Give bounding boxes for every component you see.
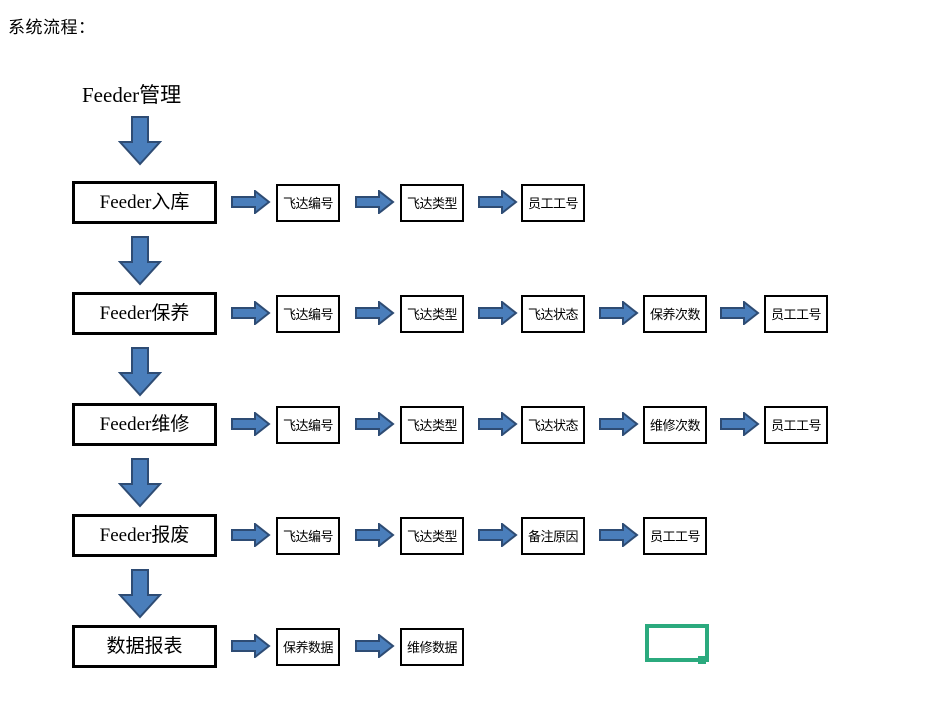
arrow-right-row2-5	[720, 301, 760, 325]
field-box-row2-1[interactable]: 飞达编号	[276, 295, 340, 333]
root-node-feeder-management: Feeder管理	[82, 83, 182, 107]
field-box-row4-4[interactable]: 员工工号	[643, 517, 707, 555]
field-box-row1-2[interactable]: 飞达类型	[400, 184, 464, 222]
arrow-down-row1-to-row2	[118, 236, 162, 286]
arrow-right-row4-2	[355, 523, 395, 547]
field-box-row2-2[interactable]: 飞达类型	[400, 295, 464, 333]
empty-shape-selected[interactable]	[645, 624, 709, 662]
arrow-right-row2-4	[599, 301, 639, 325]
arrow-right-row3-1	[231, 412, 271, 436]
field-box-row2-5[interactable]: 员工工号	[764, 295, 828, 333]
field-box-row5-1[interactable]: 保养数据	[276, 628, 340, 666]
field-box-row5-2[interactable]: 维修数据	[400, 628, 464, 666]
arrow-right-row3-5	[720, 412, 760, 436]
field-box-row2-4[interactable]: 保养次数	[643, 295, 707, 333]
field-box-row3-3[interactable]: 飞达状态	[521, 406, 585, 444]
field-box-row3-2[interactable]: 飞达类型	[400, 406, 464, 444]
arrow-right-row2-2	[355, 301, 395, 325]
field-box-row4-3[interactable]: 备注原因	[521, 517, 585, 555]
arrow-down-row2-to-row3	[118, 347, 162, 397]
arrow-right-row1-1	[231, 190, 271, 214]
field-box-row1-1[interactable]: 飞达编号	[276, 184, 340, 222]
arrow-right-row4-1	[231, 523, 271, 547]
page-title: 系统流程：	[8, 18, 96, 37]
field-box-row4-1[interactable]: 飞达编号	[276, 517, 340, 555]
arrow-right-row3-2	[355, 412, 395, 436]
field-box-row3-4[interactable]: 维修次数	[643, 406, 707, 444]
stage-box-row3[interactable]: Feeder维修	[72, 403, 217, 446]
stage-box-row4[interactable]: Feeder报废	[72, 514, 217, 557]
field-box-row4-2[interactable]: 飞达类型	[400, 517, 464, 555]
field-box-row2-3[interactable]: 飞达状态	[521, 295, 585, 333]
field-box-row1-3[interactable]: 员工工号	[521, 184, 585, 222]
arrow-right-row3-3	[478, 412, 518, 436]
arrow-down-root-to-row1	[118, 116, 162, 166]
field-box-row3-1[interactable]: 飞达编号	[276, 406, 340, 444]
arrow-right-row5-1	[231, 634, 271, 658]
stage-box-row1[interactable]: Feeder入库	[72, 181, 217, 224]
arrow-right-row5-2	[355, 634, 395, 658]
arrow-down-row3-to-row4	[118, 458, 162, 508]
arrow-right-row2-1	[231, 301, 271, 325]
arrow-right-row3-4	[599, 412, 639, 436]
selection-handle-bottom-right[interactable]	[698, 656, 706, 664]
arrow-right-row4-3	[478, 523, 518, 547]
arrow-right-row1-3	[478, 190, 518, 214]
arrow-right-row1-2	[355, 190, 395, 214]
stage-box-row2[interactable]: Feeder保养	[72, 292, 217, 335]
stage-box-row5[interactable]: 数据报表	[72, 625, 217, 668]
arrow-right-row2-3	[478, 301, 518, 325]
field-box-row3-5[interactable]: 员工工号	[764, 406, 828, 444]
arrow-right-row4-4	[599, 523, 639, 547]
arrow-down-row4-to-row5	[118, 569, 162, 619]
